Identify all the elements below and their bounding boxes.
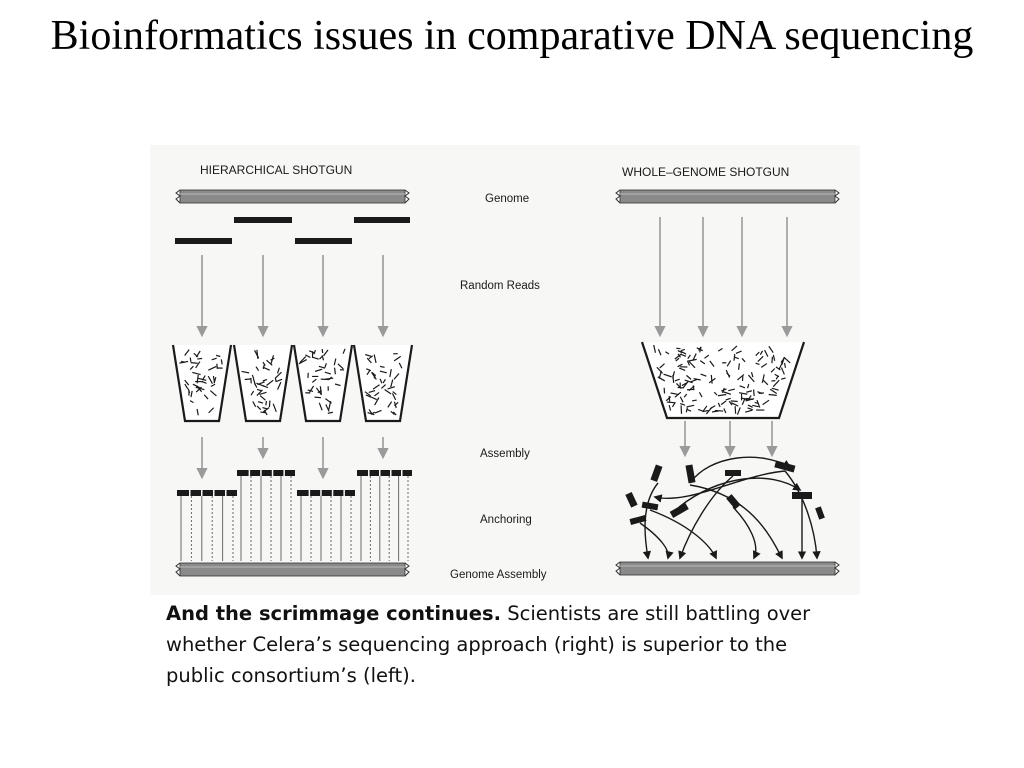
read-fragment	[266, 401, 267, 405]
right-heading: WHOLE–GENOME SHOTGUN	[622, 165, 789, 179]
read-fragment	[746, 399, 753, 400]
right-genome-assembly	[616, 562, 839, 575]
read-fragment	[314, 397, 320, 398]
wgs-read-tube	[642, 342, 804, 418]
read-fragment	[667, 402, 676, 403]
step-label-anchoring: Anchoring	[480, 514, 532, 526]
read-fragment	[731, 401, 738, 402]
read-fragment	[190, 358, 191, 362]
read-fragment	[269, 401, 270, 408]
right-genome-chromosome	[616, 190, 839, 203]
read-fragment	[673, 375, 674, 383]
step-label-genome: Genome	[485, 193, 529, 205]
read-fragment	[335, 368, 336, 375]
slide-title: Bioinformatics issues in comparative DNA…	[0, 10, 1024, 62]
read-fragment	[772, 357, 773, 364]
left-genome-assembly	[176, 563, 409, 576]
figure-caption: And the scrimmage continues. Scientists …	[166, 598, 846, 691]
step-label-assembly: Assembly	[480, 448, 530, 460]
read-fragment	[197, 358, 202, 359]
read-fragment	[711, 375, 712, 384]
left-genome-chromosome	[176, 190, 409, 203]
read-fragment	[754, 390, 755, 397]
step-label-random-reads: Random Reads	[460, 280, 540, 292]
read-fragment	[191, 363, 198, 364]
read-fragment	[275, 378, 276, 382]
step-label-genome-assembly: Genome Assembly	[450, 569, 547, 581]
caption-bold-lead: And the scrimmage continues.	[166, 602, 501, 625]
left-heading: HIERARCHICAL SHOTGUN	[200, 163, 352, 177]
read-fragment	[715, 411, 723, 412]
read-fragment	[322, 349, 323, 353]
right-read-tube	[642, 342, 804, 418]
